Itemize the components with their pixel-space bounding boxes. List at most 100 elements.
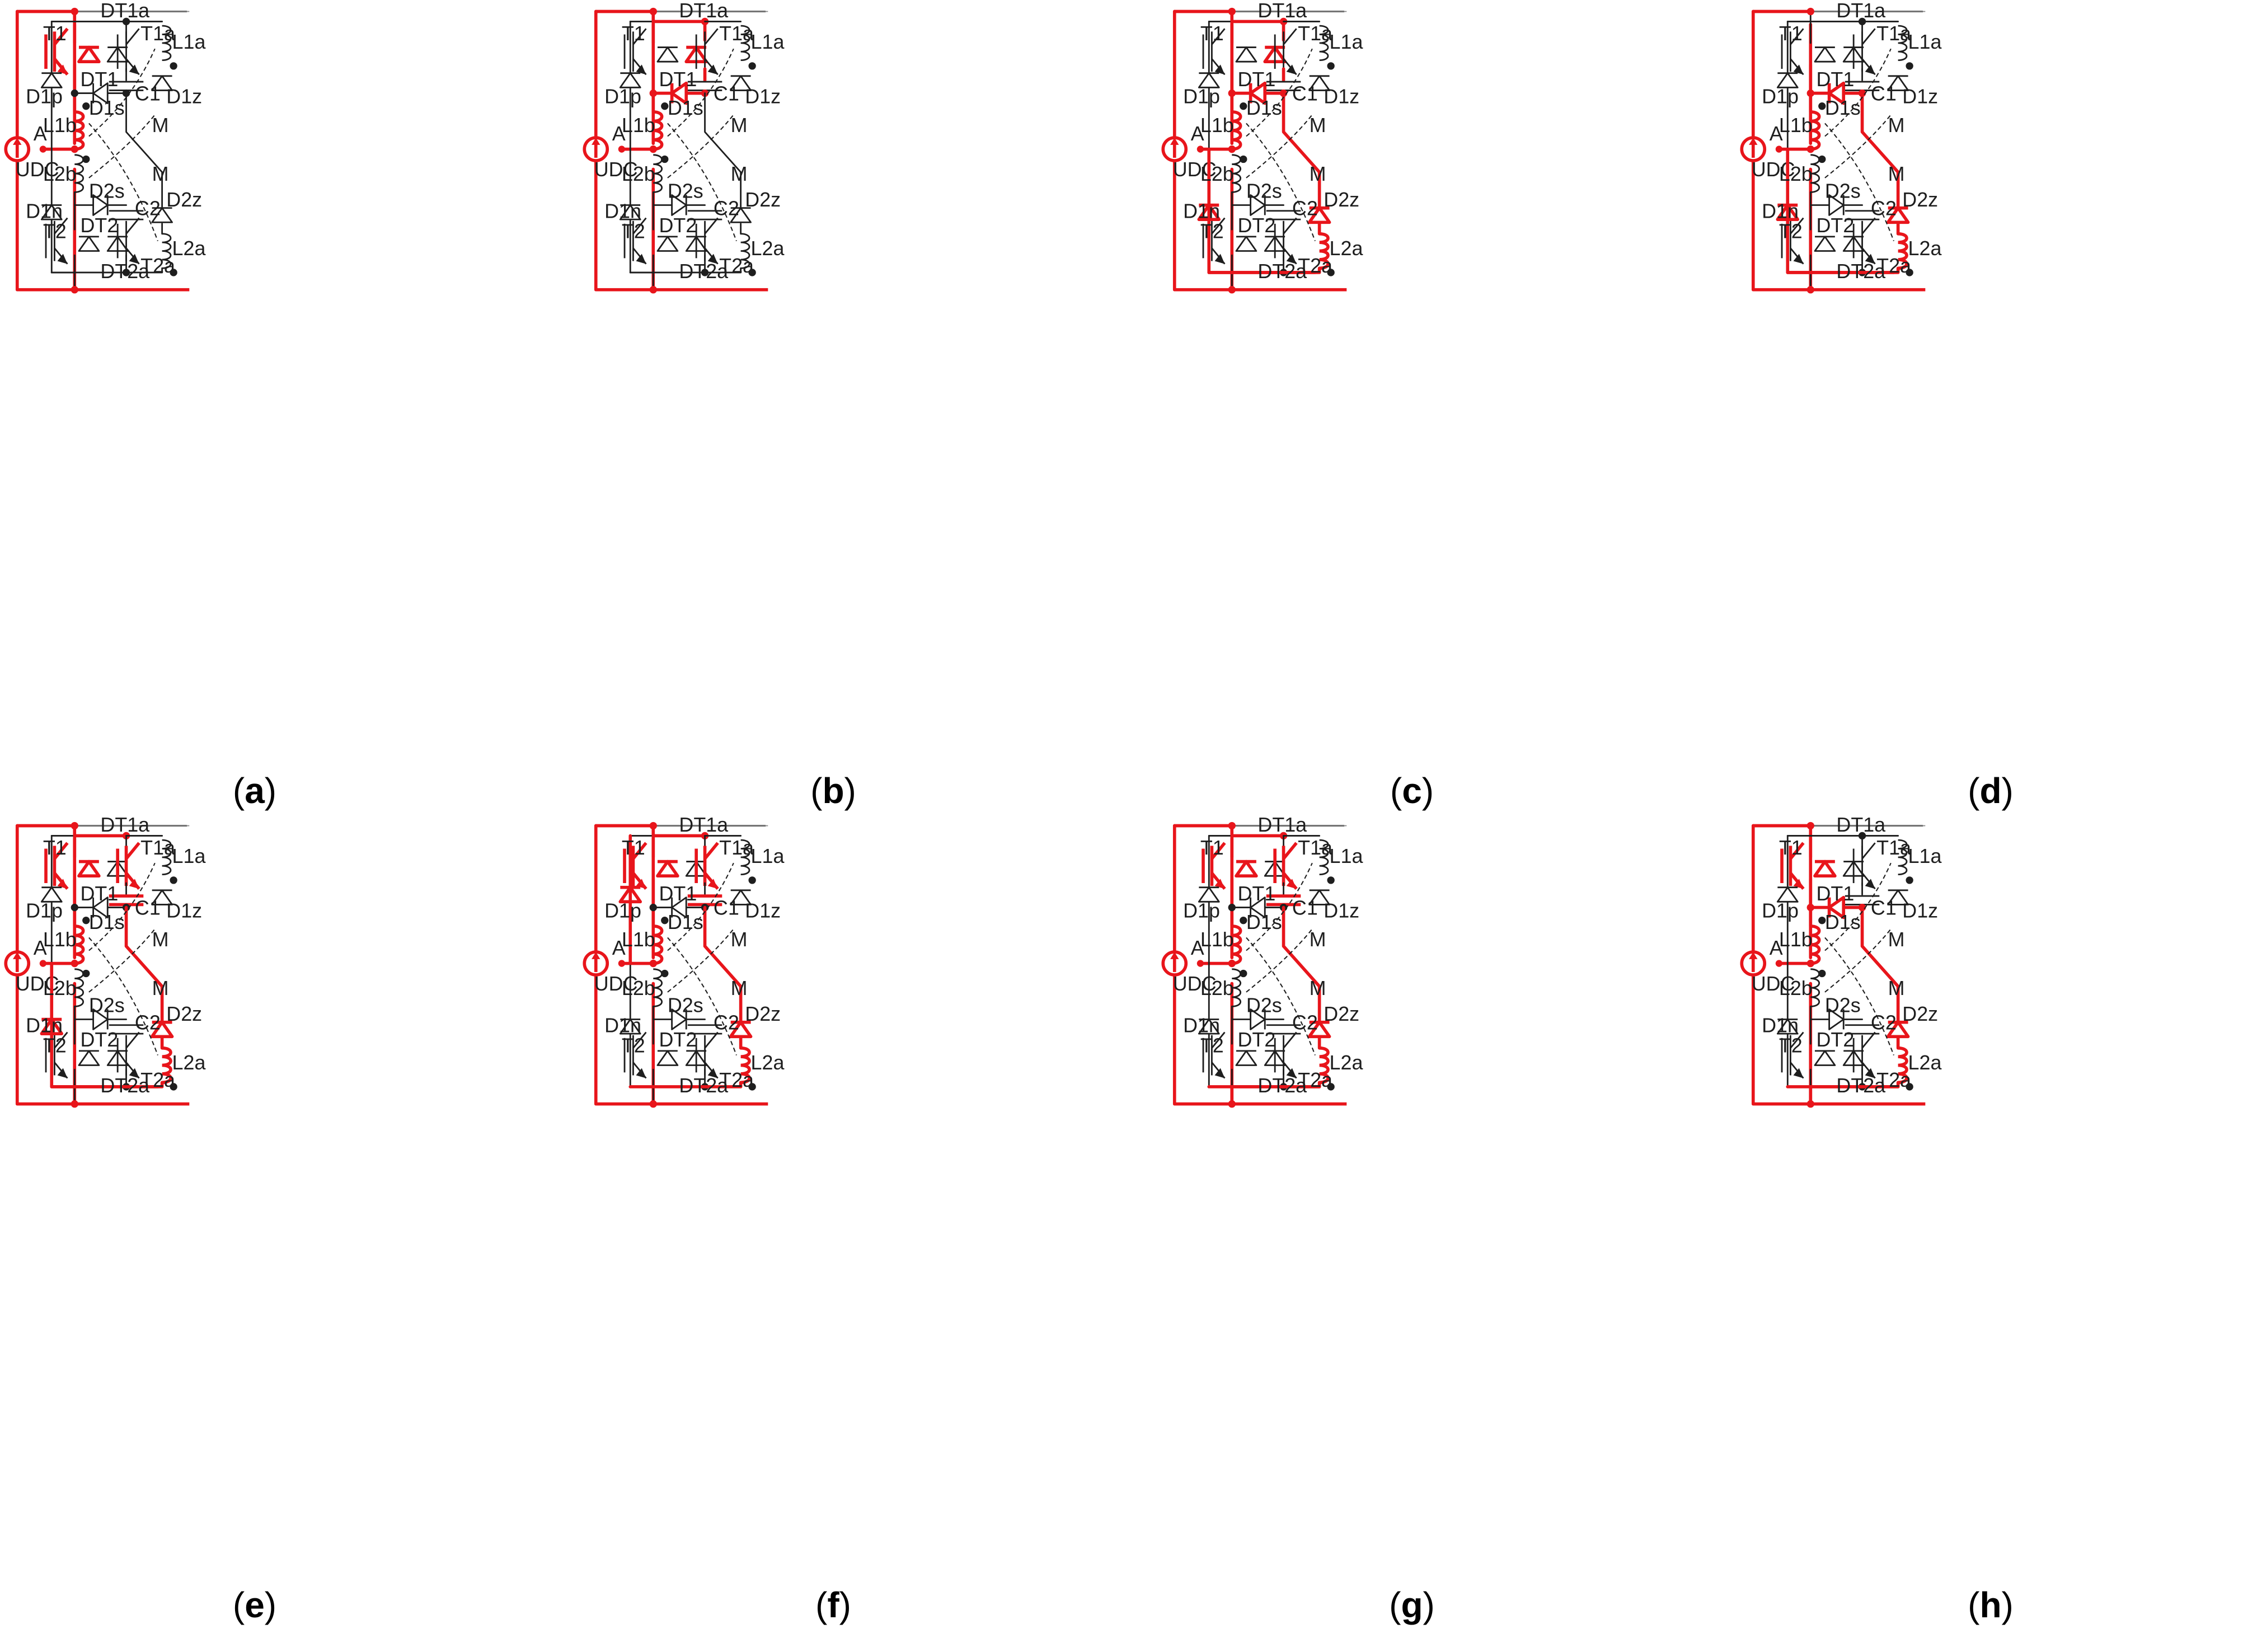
polarity-dot — [748, 1083, 756, 1091]
igbt-t1 — [623, 28, 647, 76]
inductor-l2b — [653, 968, 663, 1007]
coupling-arrow-1 — [1246, 48, 1313, 137]
label-dt2: DT2 — [1238, 214, 1276, 237]
igbt-t2 — [1781, 1031, 1804, 1079]
label-dt2: DT2 — [1238, 1029, 1276, 1051]
igbt-t2a — [116, 1031, 140, 1079]
label-d1n: D1n — [26, 1015, 63, 1037]
polarity-dot — [1906, 876, 1913, 884]
label-dt2a: DT2a — [100, 1074, 149, 1097]
label-d1p: D1p — [604, 86, 641, 108]
label-t1: T1 — [1779, 837, 1803, 859]
diode-d1s — [670, 81, 688, 105]
label-d1z: D1z — [1324, 86, 1359, 108]
label-dt1: DT1 — [1817, 883, 1855, 905]
node-a-terminal — [1775, 960, 1783, 967]
label-d1z: D1z — [166, 86, 202, 108]
label-d1s: D1s — [668, 97, 703, 119]
label-m: M — [731, 977, 748, 999]
panel-caption-c: (c) — [1390, 771, 1434, 811]
coupling-arrow-3 — [1246, 123, 1316, 241]
junction-dot — [71, 286, 78, 294]
label-l2b: L2b — [1779, 163, 1813, 185]
label-l1b: L1b — [622, 928, 655, 951]
label-l1a: L1a — [751, 31, 785, 53]
diode-d2s — [671, 194, 687, 216]
igbt-t2 — [623, 217, 647, 265]
igbt-t2 — [623, 1031, 647, 1079]
label-d1s: D1s — [89, 97, 125, 119]
label-l1a: L1a — [1908, 31, 1942, 53]
label-l1a: L1a — [172, 845, 206, 867]
panel-caption-g: (g) — [1389, 1585, 1435, 1625]
label-d1n: D1n — [1762, 200, 1799, 223]
diode-d1n — [619, 204, 641, 220]
label-d1p: D1p — [1183, 900, 1220, 922]
junction-dot — [71, 903, 78, 912]
polarity-dot — [748, 269, 756, 276]
label-d2z: D2z — [1324, 189, 1359, 211]
label-d2s: D2s — [1246, 994, 1282, 1017]
inductor-l2a — [162, 233, 172, 269]
label-l2a: L2a — [751, 237, 785, 260]
igbt-t2 — [1781, 217, 1804, 265]
label-m: M — [1888, 163, 1905, 185]
junction-dot — [71, 1100, 78, 1108]
dc-source-arrowhead — [1170, 138, 1179, 145]
junction-dot — [1806, 903, 1814, 912]
label-dt1: DT1 — [1238, 68, 1276, 91]
diode-dt1 — [1235, 860, 1258, 878]
label-dt1: DT1 — [659, 68, 697, 91]
label-dt2: DT2 — [1817, 214, 1855, 237]
diode-dt2 — [1235, 1050, 1257, 1066]
wire-m-path — [704, 92, 742, 216]
junction-dot — [1806, 145, 1814, 153]
dc-source-arrowhead — [592, 952, 600, 959]
igbt-t1a — [116, 842, 140, 890]
wire-bottom-right — [1786, 266, 1900, 274]
junction-dot — [1806, 959, 1814, 968]
polarity-dot — [661, 969, 669, 978]
igbt-t2 — [1202, 217, 1226, 265]
polarity-dot — [82, 969, 90, 978]
label-l2b: L2b — [1200, 163, 1234, 185]
polarity-dot — [170, 269, 177, 276]
label-m: M — [1310, 928, 1326, 951]
junction-dot — [1228, 145, 1236, 153]
junction-dot — [649, 89, 657, 97]
label-l1a: L1a — [1330, 845, 1363, 867]
label-l1b: L1b — [1779, 114, 1813, 137]
label-d1s: D1s — [1246, 911, 1282, 933]
label-t2a: T2a — [719, 1069, 754, 1091]
coupling-arrow-1 — [667, 48, 734, 137]
inductor-l2a — [740, 1046, 751, 1085]
diode-d2s — [92, 194, 109, 216]
igbt-t1a — [695, 842, 719, 890]
diode-dt1 — [656, 860, 679, 878]
wire-bottom-right — [50, 1081, 164, 1088]
label-t2: T2 — [1779, 220, 1803, 242]
diode-dt2 — [1814, 1050, 1836, 1066]
coupling-arrow-1 — [667, 862, 734, 951]
wire-m-path — [125, 92, 163, 216]
label-dt2a: DT2a — [679, 1074, 728, 1097]
label-c1: C1 — [135, 897, 161, 919]
label-t2: T2 — [1779, 1034, 1803, 1057]
label-t1: T1 — [43, 22, 67, 45]
label-t2: T2 — [622, 1034, 645, 1057]
diode-d2s — [1250, 1008, 1266, 1030]
igbt-t1a — [695, 28, 719, 76]
label-d1z: D1z — [166, 900, 202, 922]
polarity-dot — [82, 102, 90, 110]
label-dt1: DT1 — [81, 883, 119, 905]
label-c2: C2 — [714, 197, 739, 219]
label-d2z: D2z — [166, 189, 202, 211]
junction-dot — [649, 7, 657, 16]
inductor-l1a — [740, 839, 750, 876]
label-d1n: D1n — [1762, 1015, 1799, 1037]
diode-dt1 — [1813, 860, 1837, 878]
